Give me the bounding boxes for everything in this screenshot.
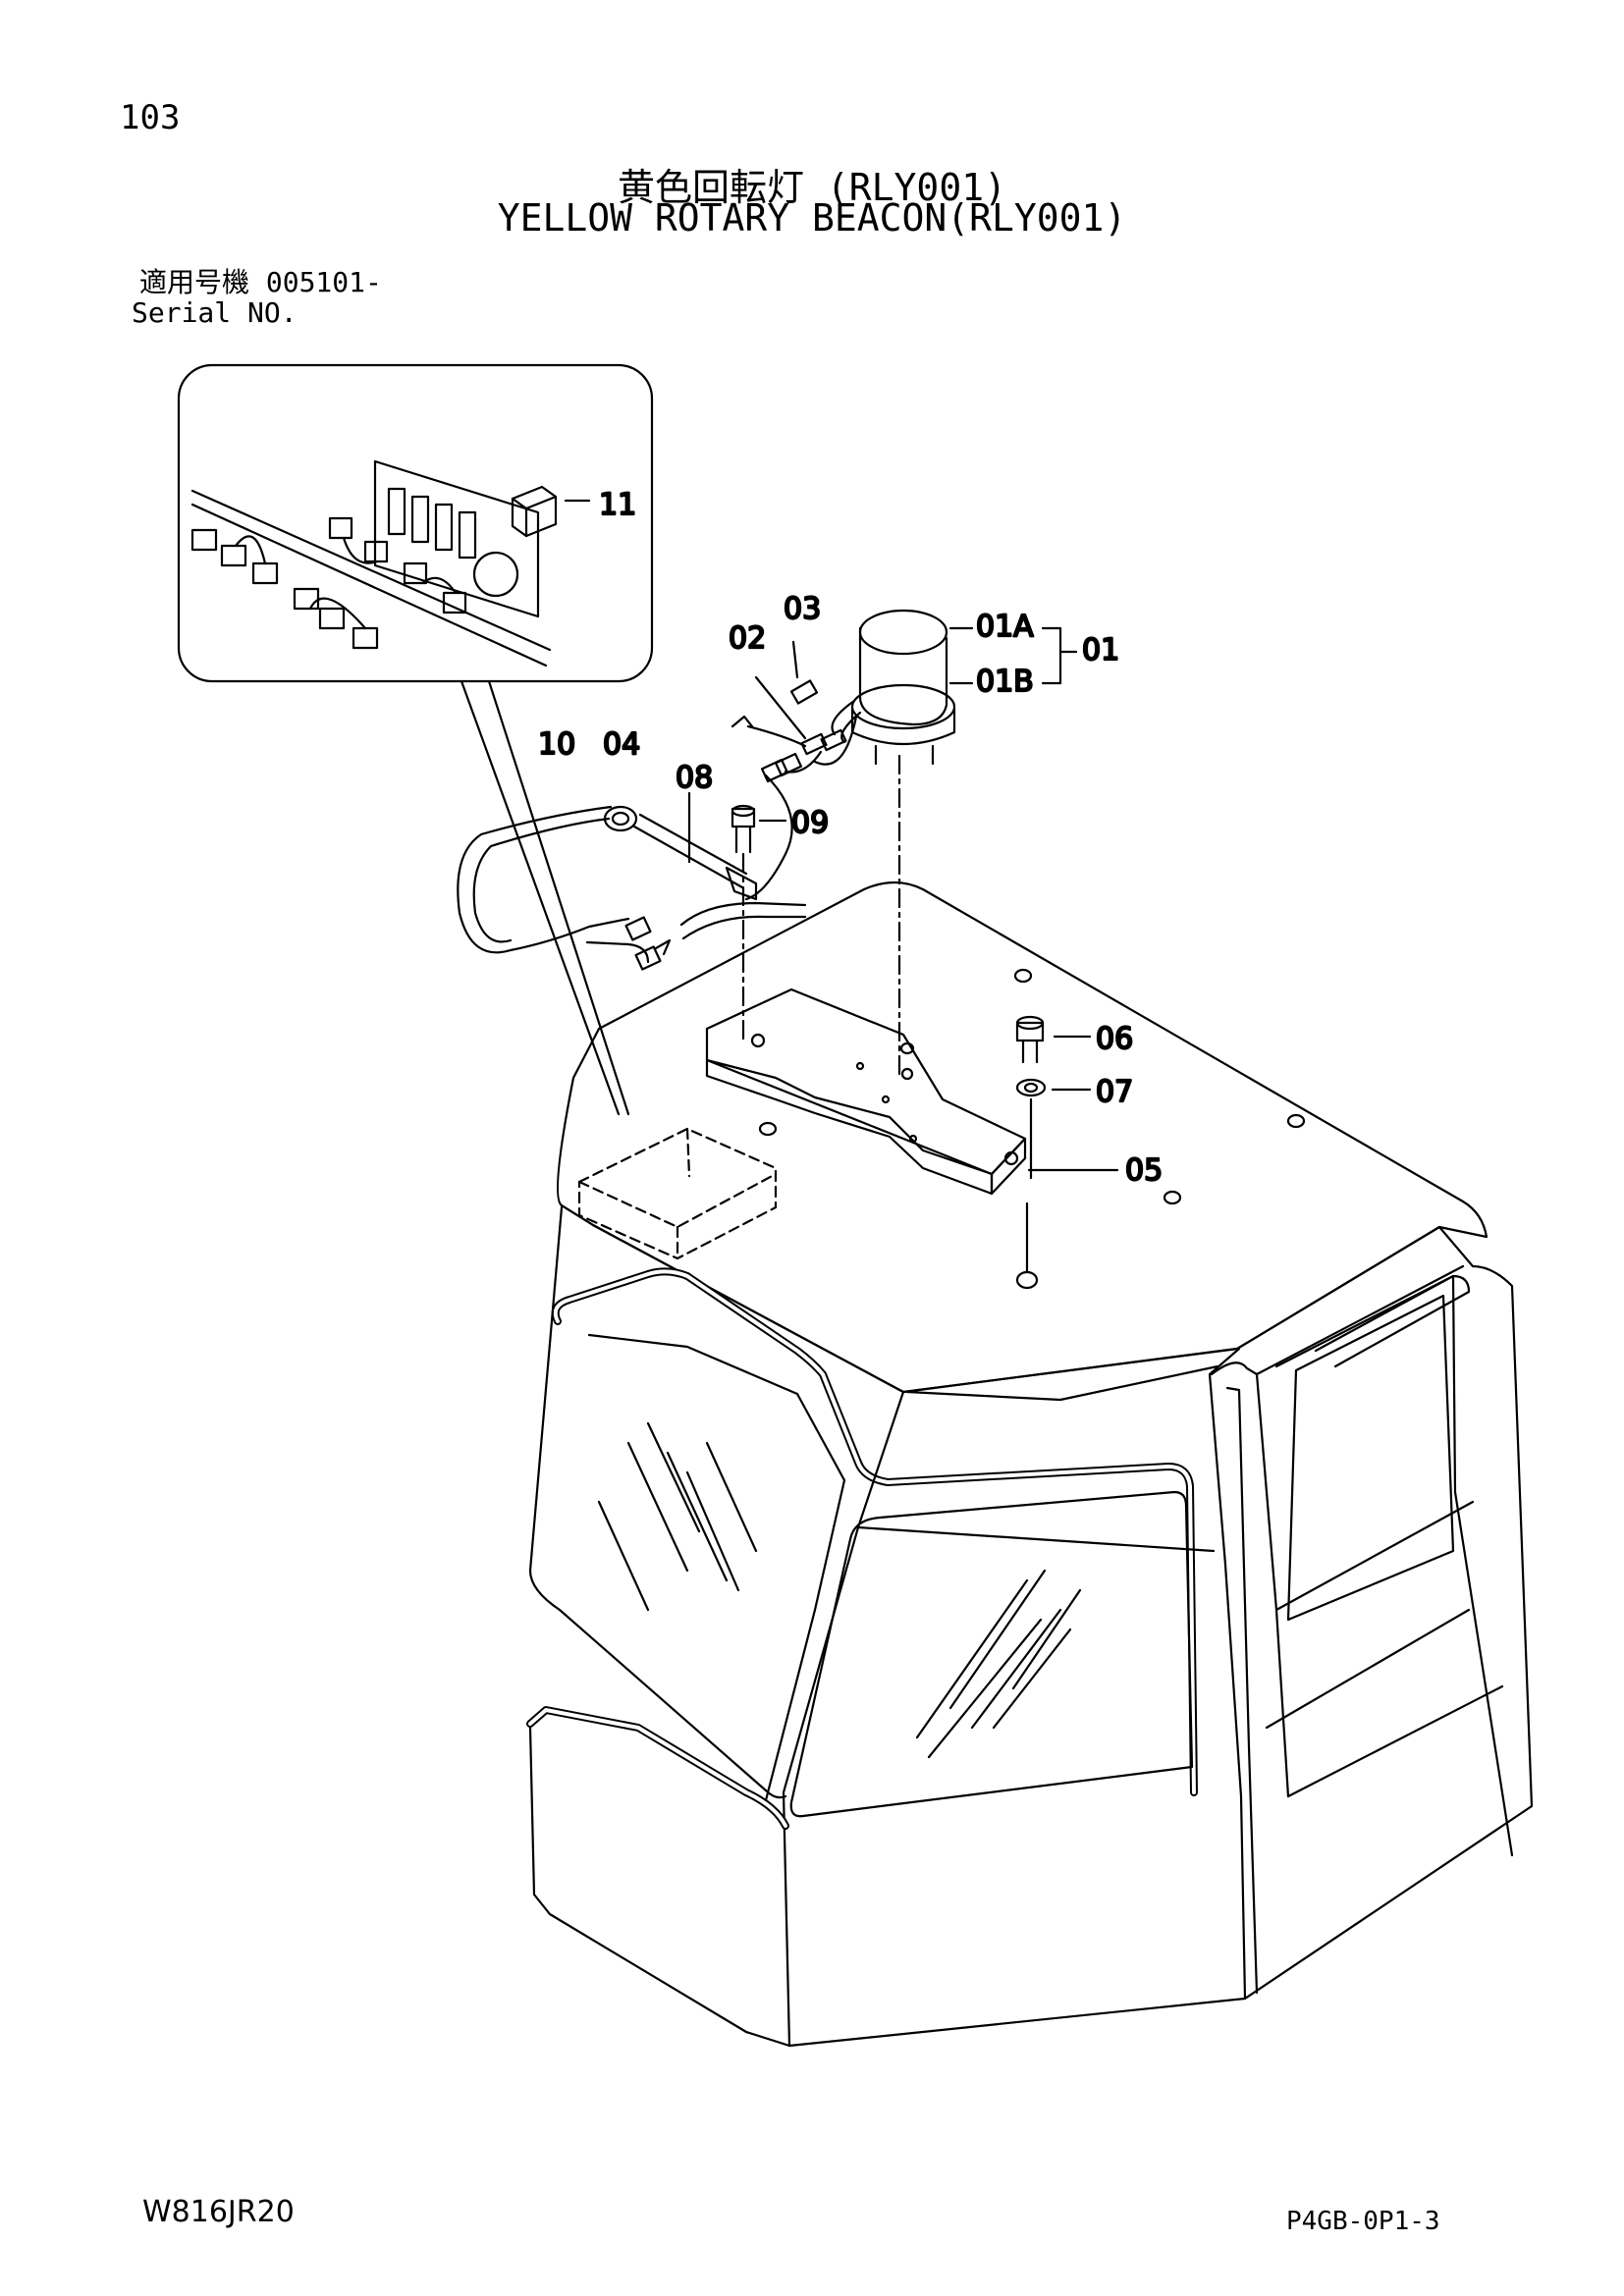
callout-09: 09	[791, 806, 829, 840]
callout-01B: 01B	[976, 665, 1034, 699]
serial-label-japanese: 適用号機 005101-	[139, 266, 382, 298]
callout-01: 01	[1082, 633, 1119, 667]
switch-panel-inset	[177, 363, 654, 1116]
callout-03: 03	[784, 592, 821, 626]
bolt-and-washer	[758, 968, 1306, 1290]
callout-10: 10	[538, 727, 575, 762]
page-title-japanese: 黄色回転灯 (RLY001)	[618, 166, 1006, 209]
callout-08: 08	[676, 761, 713, 795]
page-code: P4GB-0P1-3	[1286, 2207, 1440, 2236]
cab-outline	[526, 881, 1534, 2048]
serial-label-english: Serial NO.	[132, 296, 298, 329]
callout-07: 07	[1096, 1075, 1133, 1109]
callout-01A: 01A	[976, 610, 1034, 644]
drawing-code: W816JR20	[142, 2195, 295, 2229]
rotary-beacon-assembly	[850, 609, 1078, 1082]
grommet-and-bracket-parts	[603, 791, 787, 1042]
callout-04: 04	[603, 727, 640, 762]
page-number: 103	[120, 98, 181, 137]
beacon-wiring	[457, 640, 862, 971]
page-title-english: YELLOW ROTARY BEACON(RLY001)	[497, 196, 1127, 240]
callout-02: 02	[729, 621, 766, 656]
callout-11: 11	[599, 488, 636, 522]
callout-05: 05	[1125, 1153, 1163, 1188]
beacon-bracket	[705, 988, 1119, 1196]
callout-06: 06	[1096, 1022, 1133, 1056]
